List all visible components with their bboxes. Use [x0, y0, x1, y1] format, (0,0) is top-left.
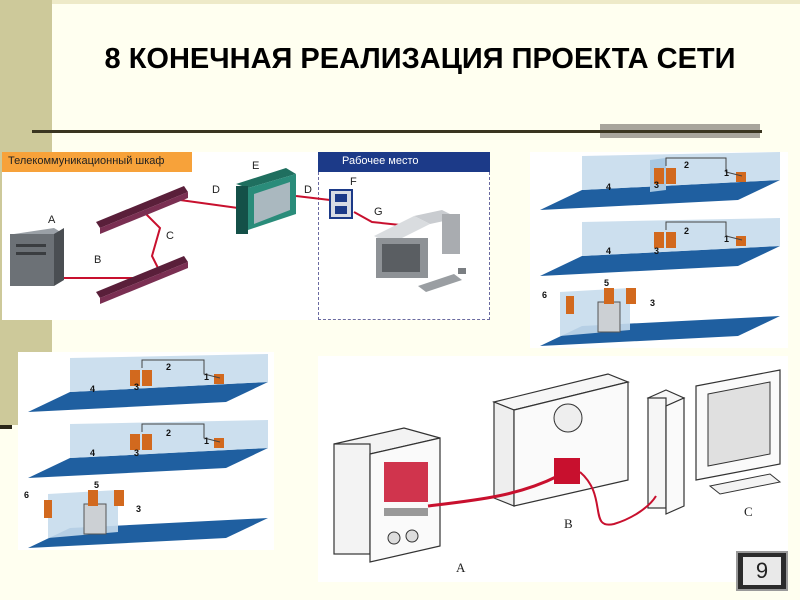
building2-label-4-top: 4	[90, 384, 95, 394]
network-diagram: Телекоммуникационный шкаф Рабочее место	[2, 152, 490, 320]
diagram-label-a: A	[48, 214, 56, 226]
diagram-label-d2: D	[304, 184, 312, 196]
diagram-label-d1: D	[212, 184, 220, 196]
floor-3: 4 3 2 1	[540, 152, 780, 210]
wall-panel-icon	[492, 373, 630, 507]
telecom-cabinet-icon	[333, 427, 441, 563]
wall-outlet-icon	[329, 189, 353, 219]
building-label-3-mid: 3	[654, 246, 659, 256]
building-label-2-top: 2	[684, 160, 689, 170]
building2-label-2-mid: 2	[166, 428, 171, 438]
telecom-cabinet-label: Телекоммуникационный шкаф	[8, 155, 165, 167]
building2-label-3-mid: 3	[134, 448, 139, 458]
building-label-5: 5	[604, 278, 609, 288]
building2-label-5: 5	[94, 480, 99, 490]
floor-3: 4 3 2 1	[28, 354, 268, 412]
patch-panel-bottom-icon	[96, 256, 188, 304]
building-label-3-bottom: 3	[650, 298, 655, 308]
building-label-2-mid: 2	[684, 226, 689, 236]
equipment-illustration: A B C	[318, 356, 788, 582]
building-label-1-mid: 1	[724, 234, 729, 244]
building-floors-drawing-2: 4 3 2 1 4 3 2 1 6 5 3	[24, 354, 268, 548]
floor-1: 6 5 3	[24, 480, 268, 548]
photo-label-c: C	[744, 504, 753, 519]
diagram-label-c: C	[166, 230, 174, 242]
building-floors-illustration: 4 3 2 1 4 3 2 1 6 5 3	[530, 152, 788, 348]
building-floors-drawing: 4 3 2 1 4 3 2 1 6 5 3	[540, 152, 780, 346]
photo-label-b: B	[564, 516, 573, 531]
building2-label-6: 6	[24, 490, 29, 500]
diagram-drawing	[10, 168, 466, 304]
workstation-computer-icon	[374, 210, 466, 292]
building2-label-2-top: 2	[166, 362, 171, 372]
building-label-3-top: 3	[654, 180, 659, 190]
title-rule	[32, 130, 762, 133]
building-label-4-mid: 4	[606, 246, 611, 256]
building2-label-1-mid: 1	[204, 436, 209, 446]
floor-2: 4 3 2 1	[540, 218, 780, 276]
building2-label-3-top: 3	[134, 382, 139, 392]
monitor-icon	[695, 369, 782, 495]
building-label-4-top: 4	[606, 182, 611, 192]
floor-2: 4 3 2 1	[28, 420, 268, 478]
building2-label-1-top: 1	[204, 372, 209, 382]
diagram-label-e: E	[252, 160, 260, 172]
patch-panel-top-icon	[96, 186, 188, 234]
building-floors-illustration-2: 4 3 2 1 4 3 2 1 6 5 3	[18, 352, 274, 550]
building-label-1-top: 1	[724, 168, 729, 178]
left-accent-line	[0, 425, 12, 429]
cables	[427, 471, 657, 526]
server-tower-icon	[10, 228, 64, 286]
page-number-badge: 9	[736, 551, 788, 591]
workplace-header: Рабочее место	[318, 152, 490, 172]
building-label-6: 6	[542, 290, 547, 300]
photo-label-a: A	[456, 560, 466, 575]
diagram-label-b: B	[94, 254, 102, 266]
floor-1: 6 5 3	[540, 278, 780, 346]
diagram-label-g: G	[374, 206, 383, 218]
switch-monitor-icon	[236, 168, 296, 234]
top-accent-strip	[52, 0, 800, 4]
building2-label-3-bottom: 3	[136, 504, 141, 514]
equipment-drawing: A B C	[333, 369, 782, 575]
building2-label-4-mid: 4	[90, 448, 95, 458]
page-number: 9	[743, 557, 781, 585]
slide-title: 8 КОНЕЧНАЯ РЕАЛИЗАЦИЯ ПРОЕКТА СЕТИ	[104, 43, 736, 75]
workplace-label: Рабочее место	[342, 155, 419, 167]
diagram-label-f: F	[350, 176, 357, 188]
workstation-tower-icon	[646, 389, 711, 515]
telecom-cabinet-header: Телекоммуникационный шкаф	[2, 152, 192, 172]
